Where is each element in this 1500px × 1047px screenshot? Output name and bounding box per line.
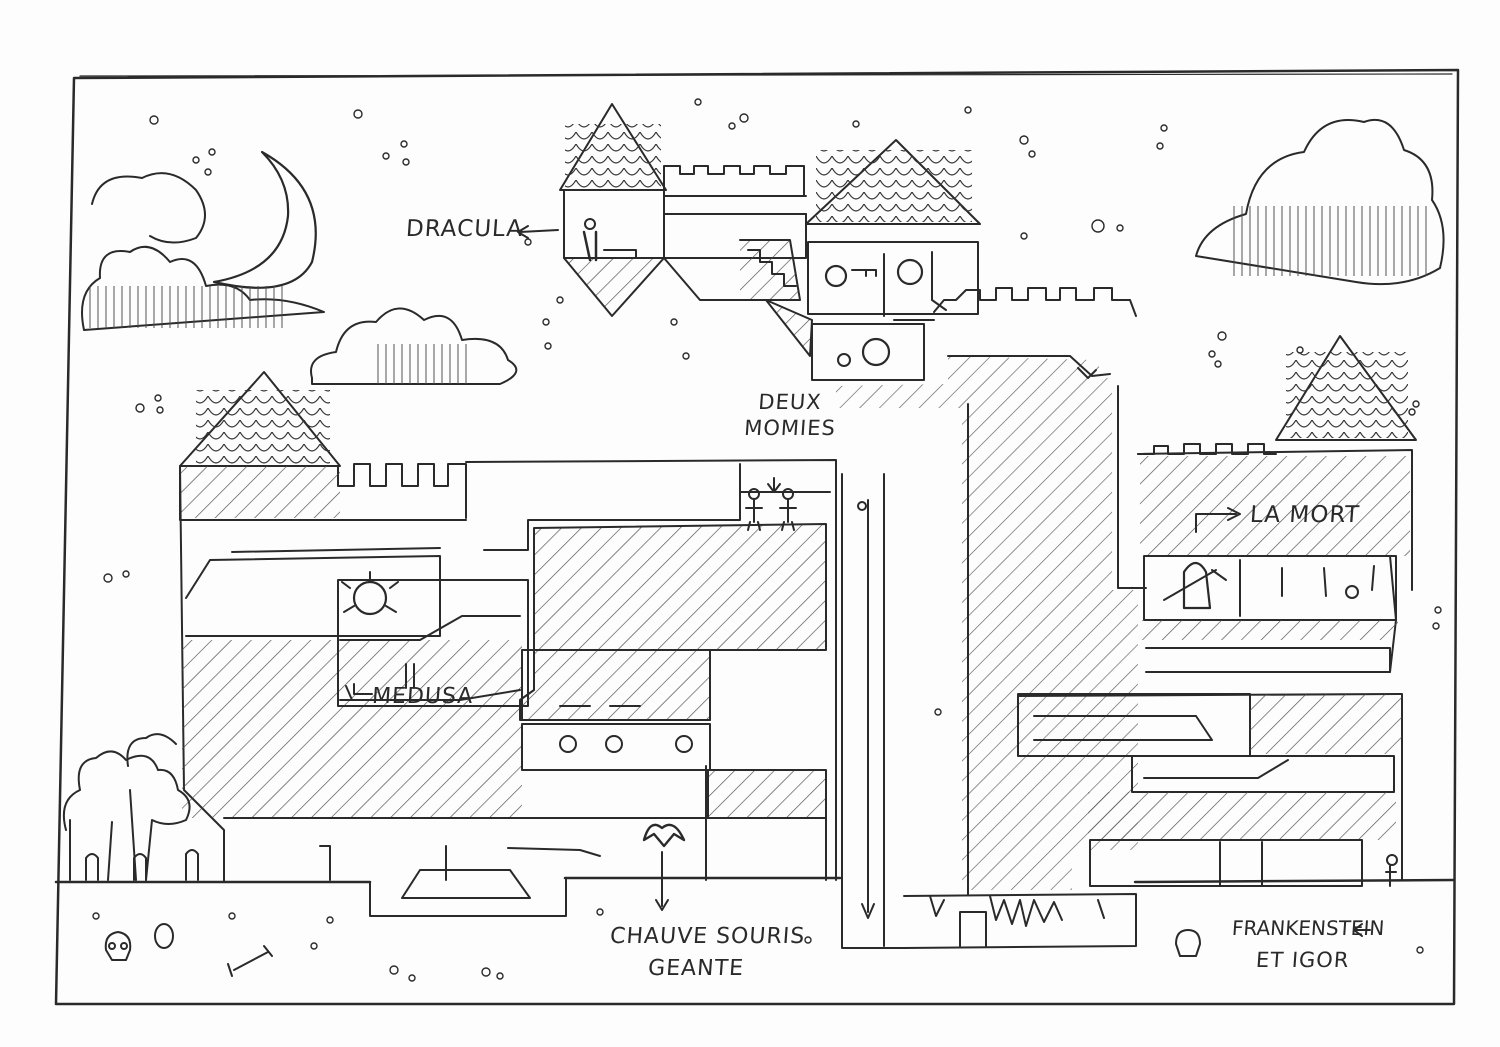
label-frankenstein-1: FRANKENSTEIN [1231,916,1386,940]
dracula-figure-icon [584,218,596,230]
cloud-icon [310,307,518,385]
mummy-icon [779,499,797,531]
label-deux-momies-1: DEUX [757,390,823,414]
bone-icon [227,945,273,977]
arrow-icon [1195,507,1241,533]
arrow-icon [353,683,373,695]
giant-bat-icon [642,823,686,848]
tree-icon [62,733,191,881]
tombstone-icon [85,853,99,881]
skull-icon [154,923,174,949]
label-dracula: DRACULA [405,216,525,242]
gear-icon [861,337,891,367]
igor-figure-icon [1386,854,1398,866]
map-frame [54,68,1460,1006]
tombstone-icon [133,853,147,881]
gear-icon [896,258,924,286]
label-chauve-souris-2: GEANTE [647,956,745,981]
skull-icon [104,931,132,961]
label-la-mort: LA MORT [1249,502,1361,528]
cloud-icon [1195,119,1445,286]
label-medusa: MEDUSA [371,684,475,709]
arrow-icon [517,225,559,239]
label-chauve-souris-1: CHAUVE SOURIS [609,924,807,949]
ground-line [54,876,1456,884]
label-deux-momies-2: MOMIES [743,416,837,440]
arrow-icon [1353,923,1371,937]
key-icon [851,269,877,277]
moon-icon [212,150,317,289]
reaper-icon [1182,561,1212,610]
tombstone-icon [185,849,199,881]
label-frankenstein-2: ET IGOR [1255,948,1351,972]
medusa-sun-icon [352,580,388,616]
mummy-icon [745,499,763,531]
gear-icon [824,264,848,288]
skull-icon [1175,929,1201,957]
spike-trap-icon [989,895,1063,927]
sky-dots [103,98,1442,716]
